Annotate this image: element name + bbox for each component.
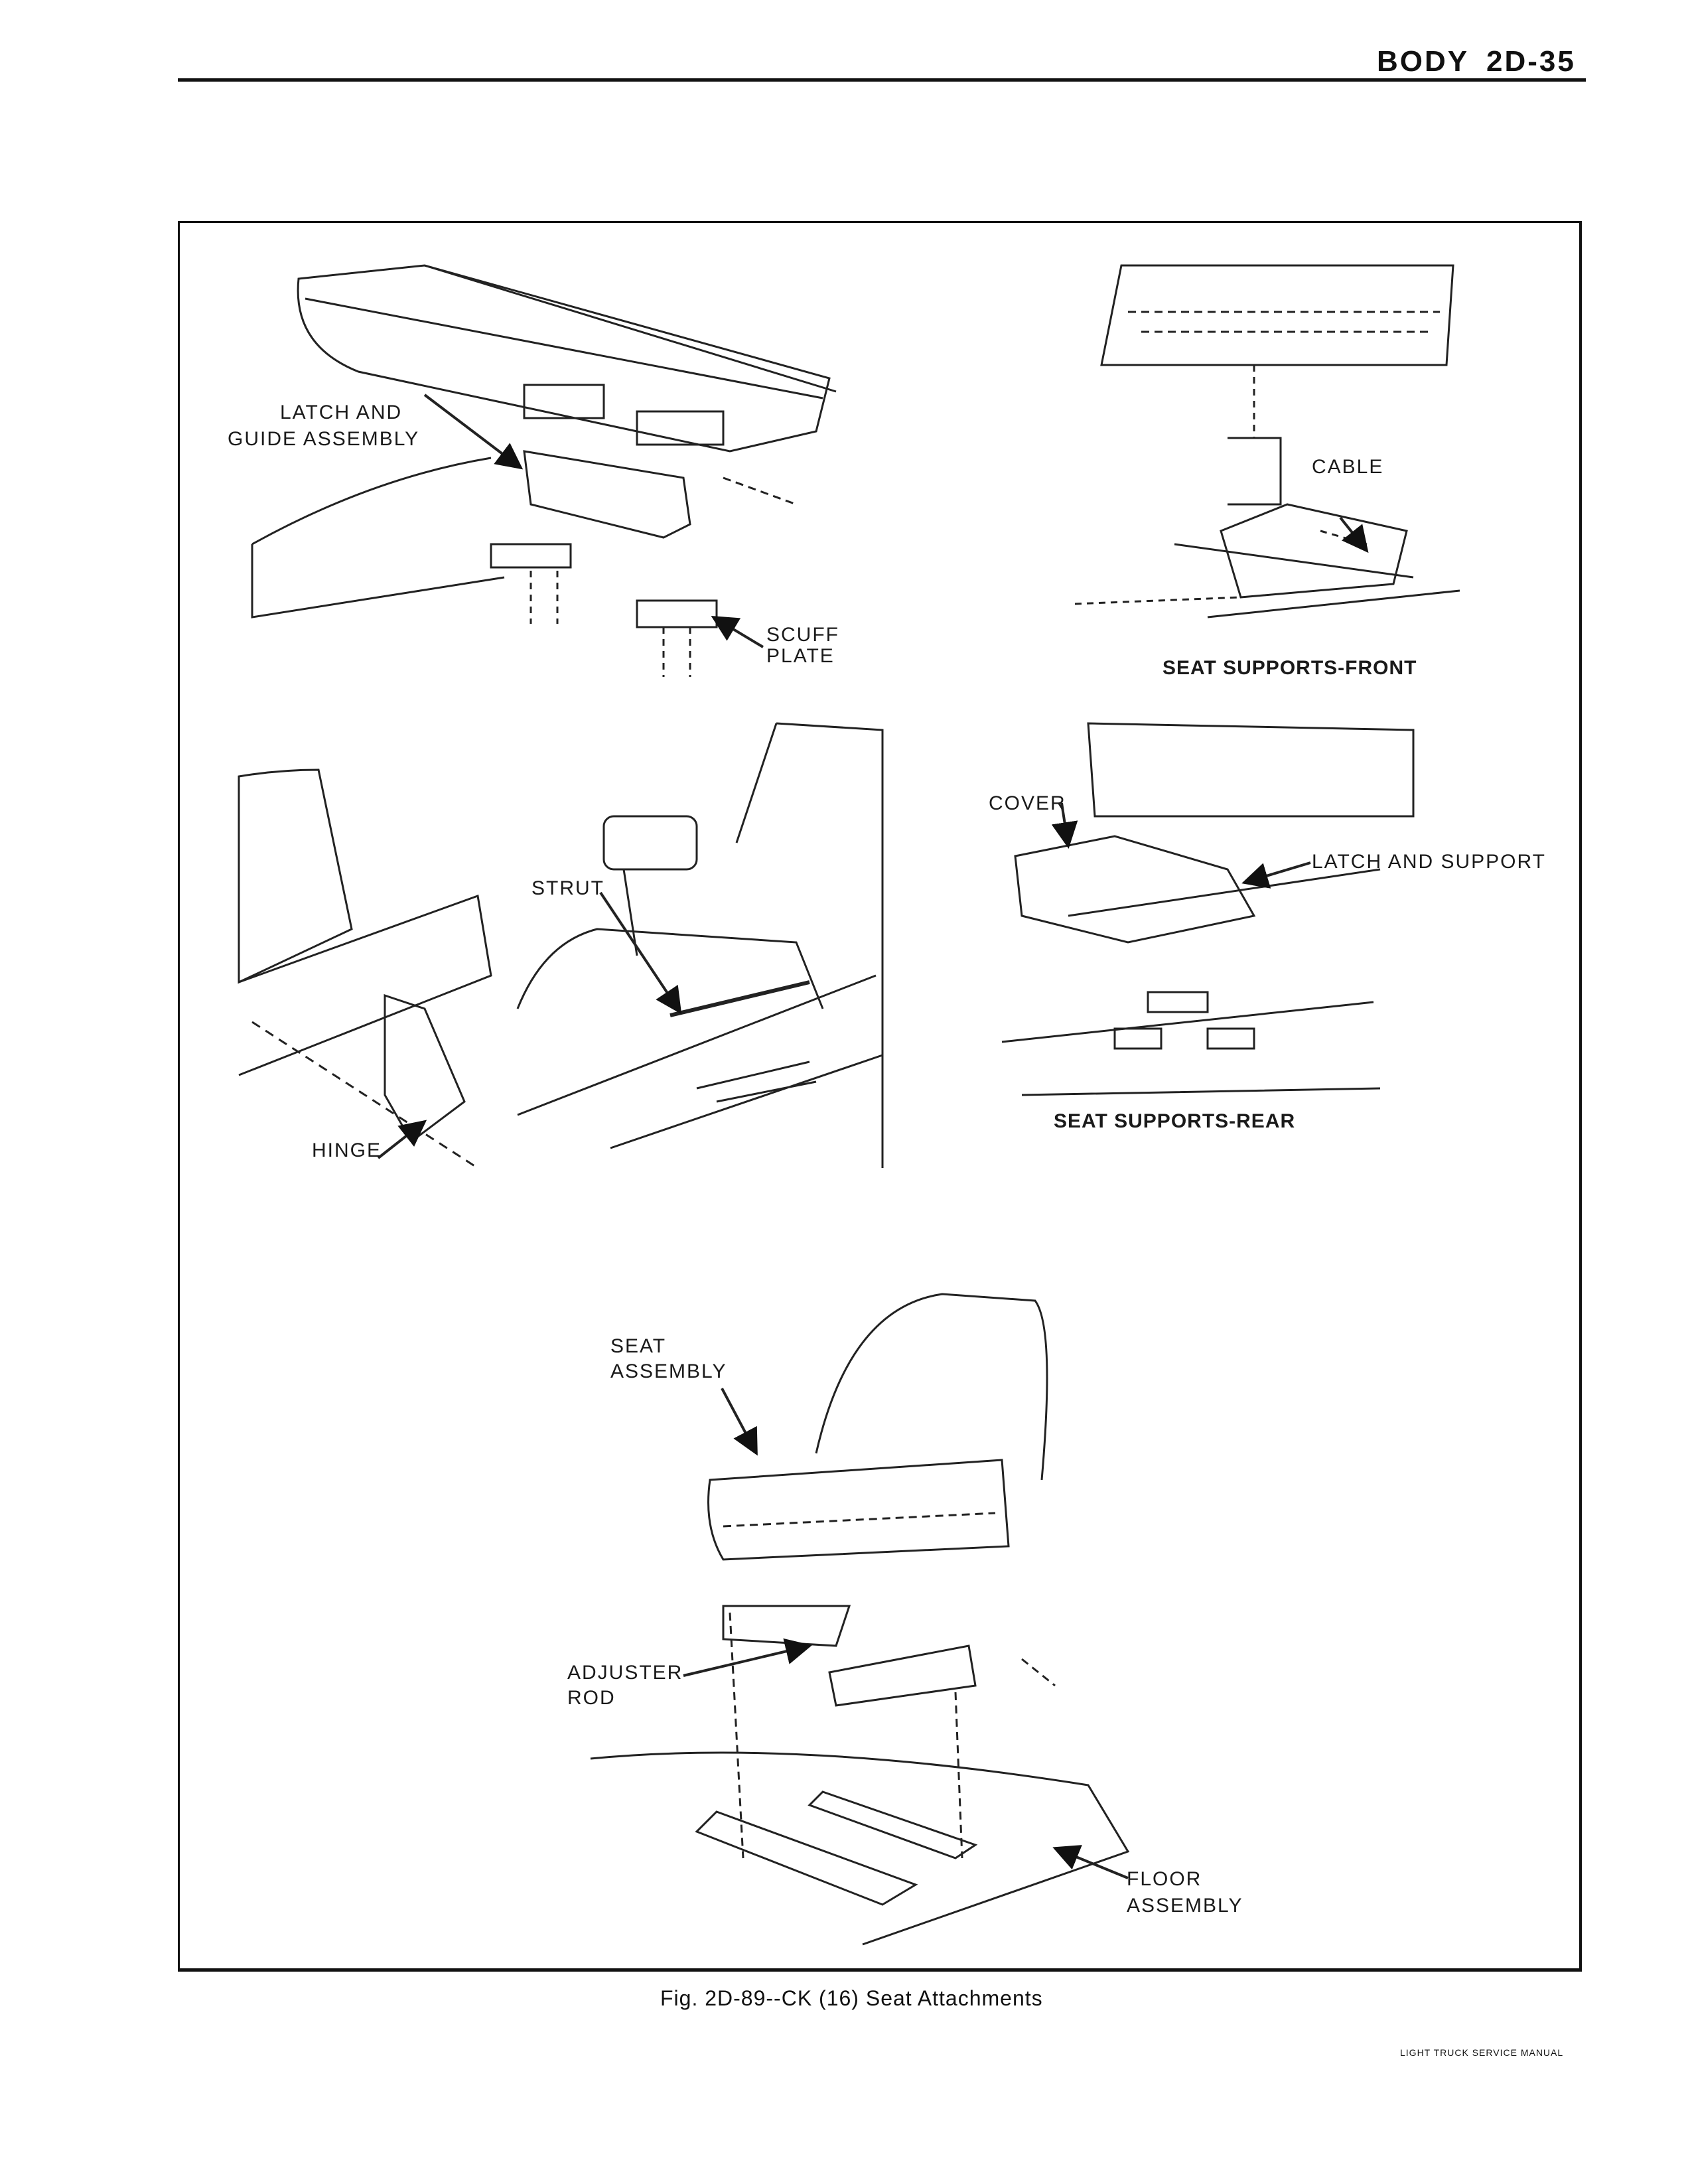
- footer-manual-title: LIGHT TRUCK SERVICE MANUAL: [1400, 2047, 1564, 2058]
- label-strut: STRUT: [531, 877, 604, 899]
- label-latch-and-guide-line1: LATCH AND: [280, 401, 403, 423]
- seat-supports-rear-drawing: [1001, 722, 1415, 1096]
- label-adjuster-rod-line1: ADJUSTER: [567, 1662, 683, 1684]
- figure-caption: Fig. 2D-89--CK (16) Seat Attachments: [660, 1986, 1043, 2010]
- label-scuff-plate-line2: PLATE: [766, 645, 835, 667]
- label-floor-assembly-line1: FLOOR: [1127, 1868, 1202, 1890]
- label-scuff-plate-line1: SCUFF: [766, 624, 839, 646]
- label-latch-and-guide-line2: GUIDE ASSEMBLY: [228, 428, 420, 450]
- label-seat-supports-front: SEAT SUPPORTS-FRONT: [1162, 657, 1417, 679]
- label-adjuster-rod-line2: ROD: [567, 1687, 616, 1709]
- section-title: BODY: [1377, 45, 1470, 78]
- figure-frame: [178, 221, 1582, 1972]
- label-seat-assembly-line2: ASSEMBLY: [610, 1360, 727, 1382]
- hinge-drawing: [238, 768, 492, 1169]
- strut-drawing: [516, 722, 884, 1168]
- bench-seat-latch-drawing: [251, 264, 837, 677]
- label-cover: COVER: [989, 792, 1066, 814]
- label-seat-assembly-line1: SEAT: [610, 1335, 667, 1357]
- label-seat-supports-rear: SEAT SUPPORTS-REAR: [1054, 1110, 1296, 1132]
- seat-supports-front-drawing: [1074, 264, 1460, 619]
- label-latch-and-support: LATCH AND SUPPORT: [1312, 851, 1546, 873]
- label-floor-assembly-line2: ASSEMBLY: [1127, 1895, 1243, 1917]
- page-number: 2D-35: [1486, 45, 1576, 78]
- label-cable: CABLE: [1312, 456, 1384, 478]
- bucket-seat-drawing: [590, 1293, 1130, 1946]
- label-hinge: HINGE: [312, 1139, 382, 1161]
- header-rule: [178, 78, 1586, 82]
